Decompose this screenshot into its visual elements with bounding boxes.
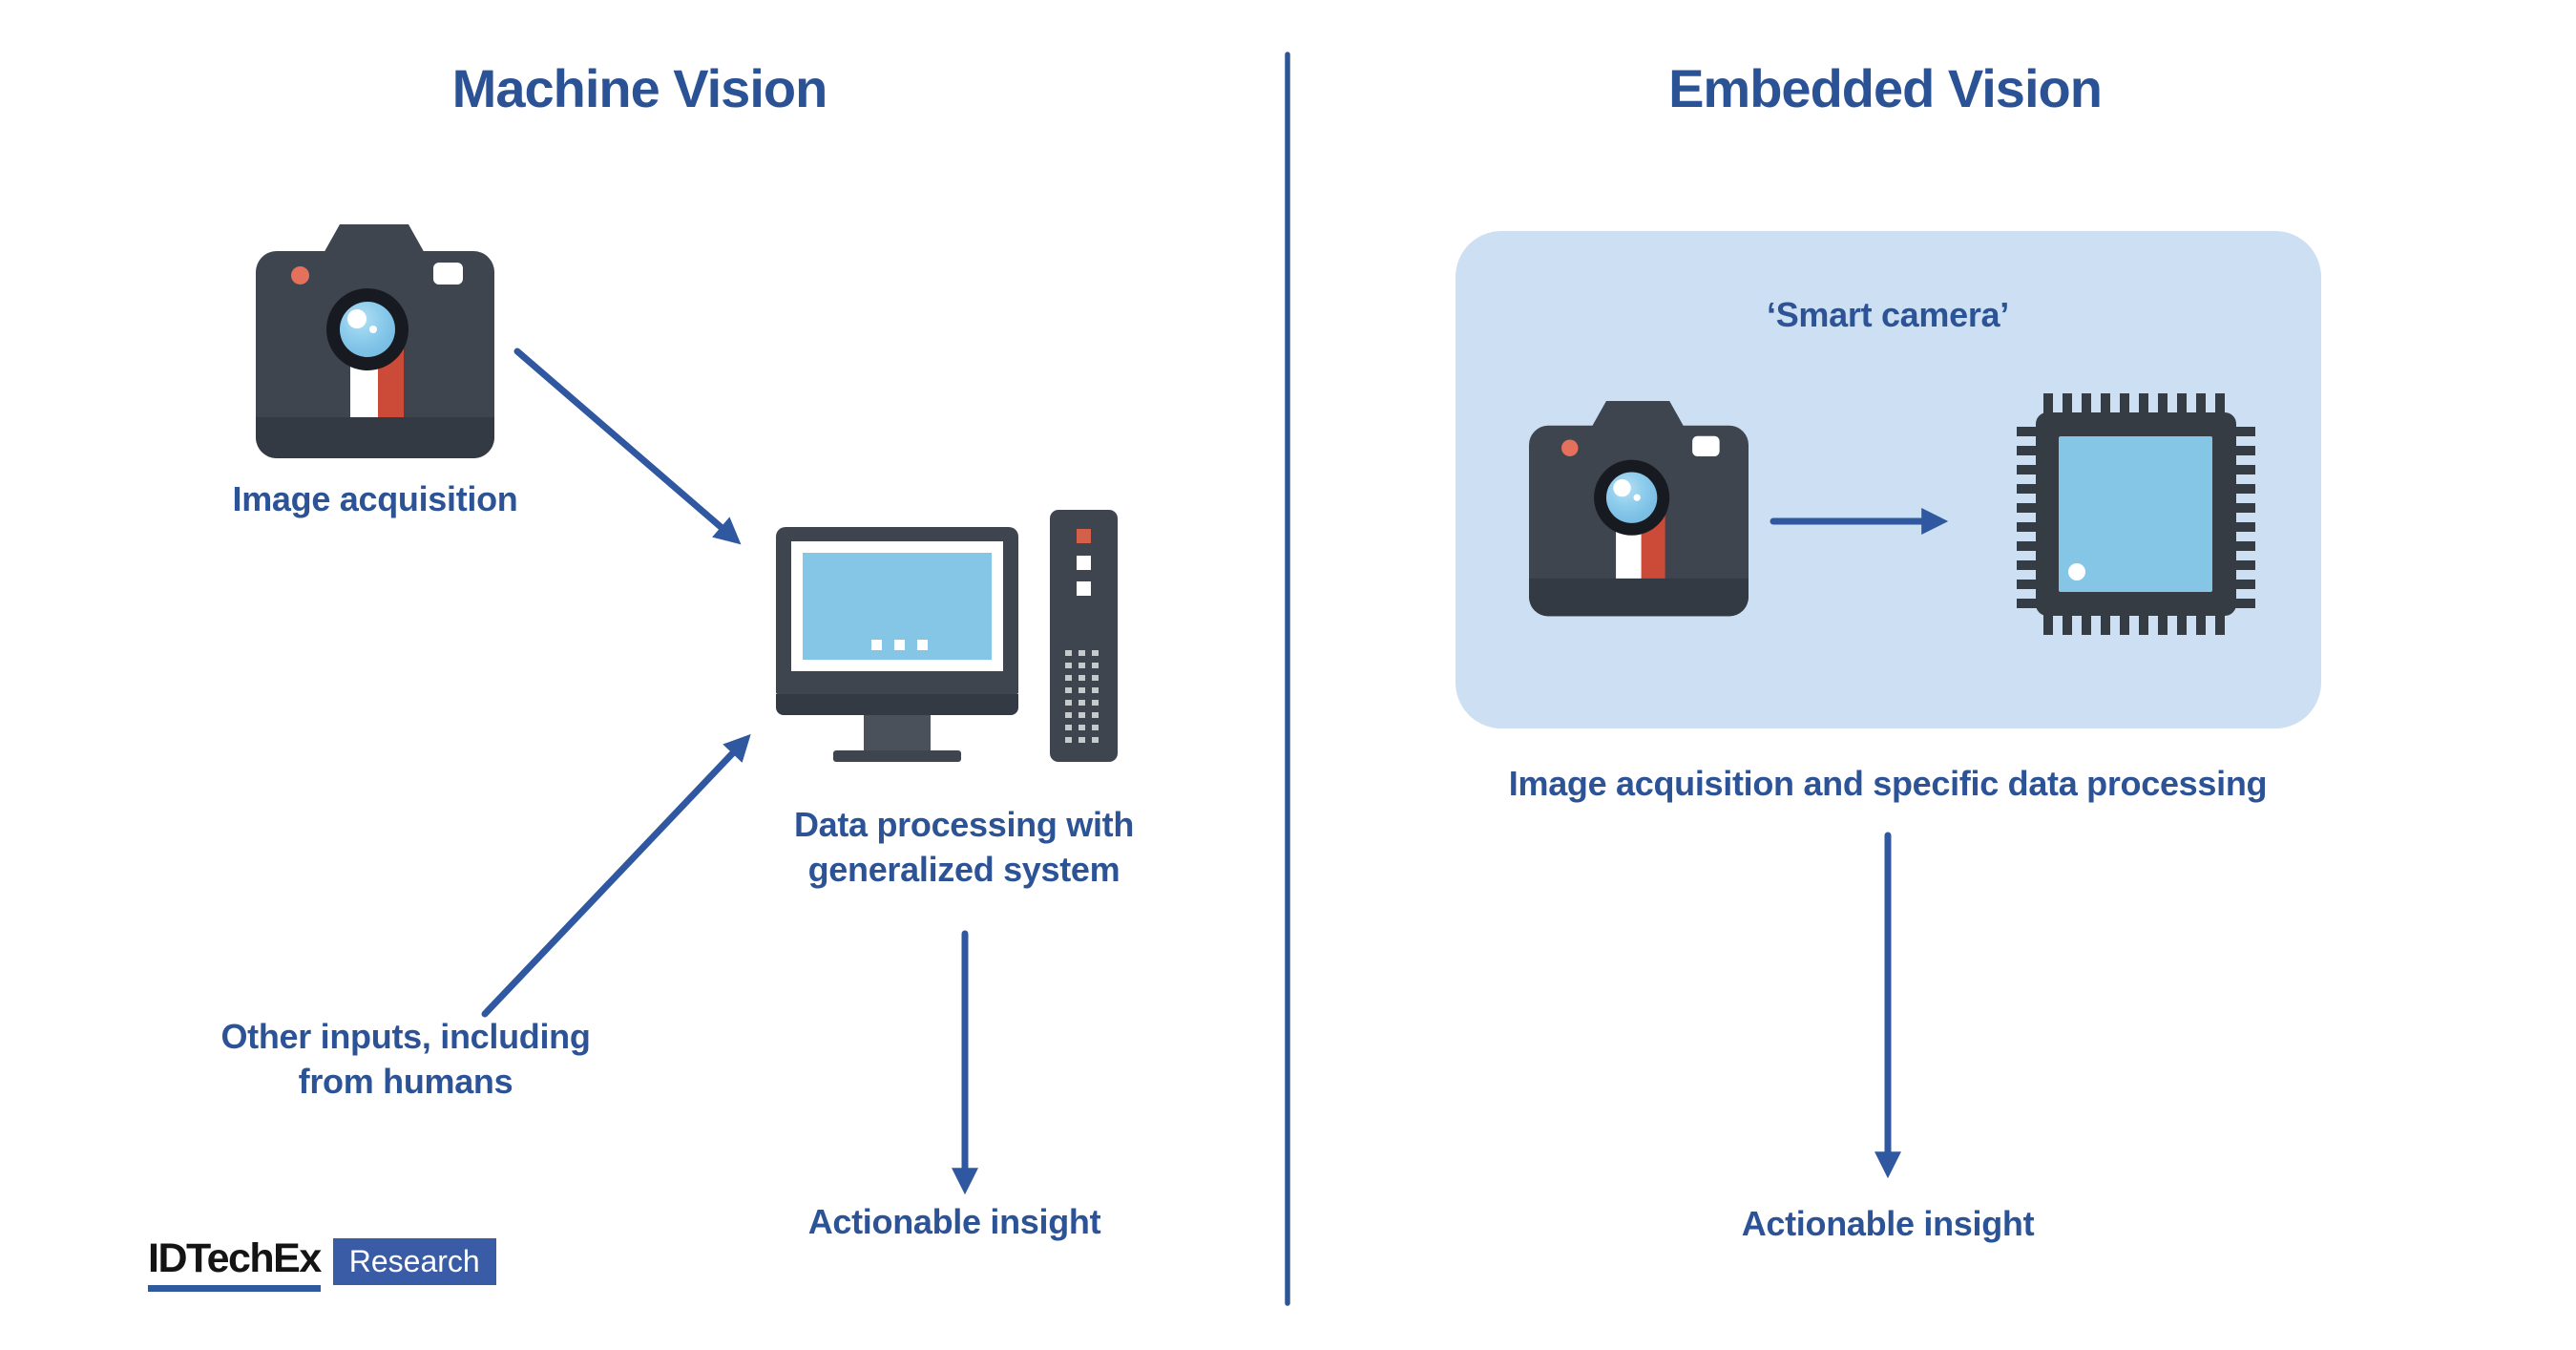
camera-indicator-dot xyxy=(291,266,309,285)
camera-lens-glass xyxy=(1605,472,1658,523)
camera-flash xyxy=(1692,435,1720,456)
monitor-chin xyxy=(776,694,1018,715)
chip-dot xyxy=(2068,563,2085,580)
chip-pins-bottom xyxy=(2043,612,2229,635)
camera-flash xyxy=(433,263,463,285)
embedded-vision-title: Embedded Vision xyxy=(1668,58,2103,118)
monitor-bezel xyxy=(791,541,1003,671)
tower-vent-grid xyxy=(1065,643,1103,743)
camera-hump xyxy=(1590,401,1686,430)
chip-pins-right xyxy=(2232,420,2255,608)
actionable-insight-label-left: Actionable insight xyxy=(807,1202,1101,1241)
camera-indicator-dot xyxy=(1561,439,1579,456)
camera-lens-icon xyxy=(1594,459,1670,536)
arrow-other-inputs-to-computer xyxy=(481,733,751,1018)
acquisition-processing-label: Image acquisition and specific data proc… xyxy=(1508,764,2268,803)
lens-highlight-small xyxy=(369,326,377,333)
tower-power-button xyxy=(1077,529,1091,543)
camera-lens-glass xyxy=(340,302,395,357)
idtechex-logo: IDTechEx Research xyxy=(148,1238,496,1292)
chip-die xyxy=(2059,436,2212,592)
computer-tower-icon xyxy=(1050,510,1118,762)
other-inputs-label: Other inputs, including from humans xyxy=(220,1017,591,1101)
smart-camera-label: ‘Smart camera’ xyxy=(1767,295,2009,334)
actionable-insight-label-right: Actionable insight xyxy=(1741,1204,2035,1243)
microchip-icon xyxy=(2017,393,2255,635)
tower-drive-button xyxy=(1077,556,1091,570)
camera-icon xyxy=(1529,401,1749,617)
lens-highlight xyxy=(347,309,367,328)
research-badge: Research xyxy=(332,1238,496,1285)
monitor-frame xyxy=(776,527,1018,694)
data-processing-label: Data processing with generalized system xyxy=(793,805,1135,889)
lens-highlight-small xyxy=(1633,494,1641,501)
camera-lens-icon xyxy=(326,288,408,370)
lens-highlight xyxy=(1613,478,1631,497)
image-acquisition-label: Image acquisition xyxy=(232,479,518,518)
chip-body xyxy=(2036,412,2236,616)
camera-icon xyxy=(256,224,494,458)
idtechex-brand-text: IDTechEx xyxy=(148,1238,322,1292)
monitor-stand xyxy=(864,715,931,751)
camera-bottom-strip xyxy=(1529,578,1749,617)
camera-bottom-strip xyxy=(256,417,494,458)
monitor-screen-dots xyxy=(871,640,928,650)
monitor-screen xyxy=(803,553,992,660)
machine-vision-title: Machine Vision xyxy=(451,58,828,118)
desktop-computer-icon xyxy=(776,510,1118,762)
monitor-base xyxy=(833,750,961,762)
camera-hump xyxy=(323,224,426,255)
tower-drive-button xyxy=(1077,581,1091,596)
